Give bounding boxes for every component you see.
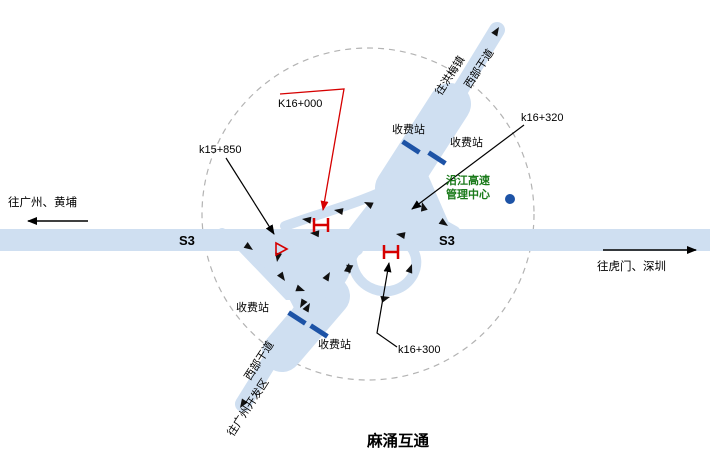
label-k16-320: k16+320 [521,112,564,124]
leader-k15-850 [225,157,275,235]
label-k16-000: K16+000 [278,98,322,110]
bridge-symbol-k16-300 [382,245,400,259]
label-s3-left: S3 [179,233,195,248]
leader-k16-000 [279,88,345,211]
bridge-symbol-k16-000 [312,218,330,232]
label-k16-300: k16+300 [398,344,441,356]
label-s3-right: S3 [439,233,455,248]
leader-k16-300 [376,262,398,348]
toll-gate-bars [287,139,447,339]
mgmt-center-dot [505,194,515,204]
toll-bar-bottom-1 [287,310,307,326]
label-dir-right: 往虎门、深圳 [597,259,666,273]
ramp-loops [217,175,460,310]
toll-bar-top-2 [427,150,447,166]
label-toll-top-left: 收费站 [392,122,425,136]
toll-bar-bottom-2 [309,323,329,339]
label-toll-bottom-left: 收费站 [236,300,269,314]
label-mgmt-line1: 沿江高速 [446,173,490,187]
leader-k16-320 [411,124,525,210]
highway-s3 [0,229,710,251]
label-toll-bottom-right: 收费站 [318,337,351,351]
toll-bar-top-1 [401,139,421,155]
diagram-title: 麻涌互通 [366,431,430,450]
label-mgmt-line2: 管理中心 [446,187,490,201]
label-k15-850: k15+850 [199,144,242,156]
study-area-circle [201,47,535,381]
label-dir-left: 往广州、黄埔 [8,195,77,209]
label-toll-top-right: 收费站 [450,135,483,149]
west-trunk-road-bottom [235,272,350,412]
culvert-symbol-k15-850 [275,241,289,257]
